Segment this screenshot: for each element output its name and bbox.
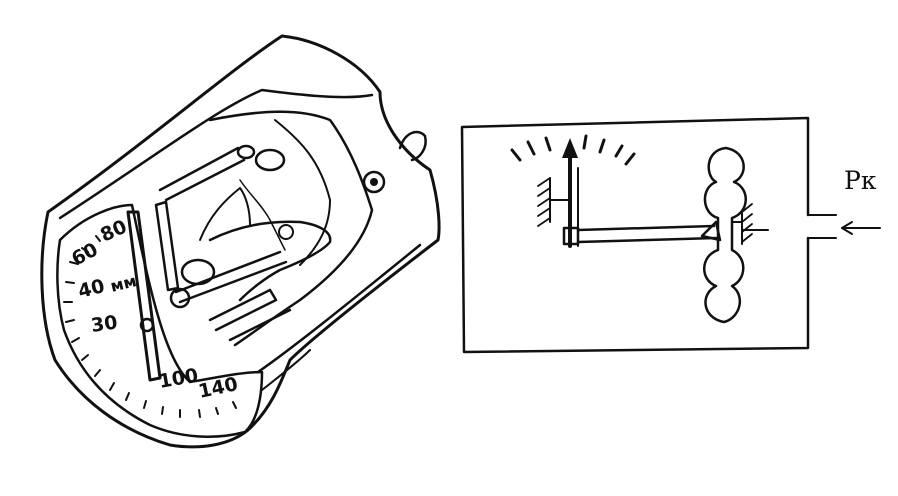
rod-end-cap-2 — [236, 144, 256, 160]
internal-linkage-wire — [239, 179, 286, 251]
dial-label-mm: мм — [108, 271, 138, 296]
gauge-housing-outline — [40, 34, 441, 449]
dial-numerals: 60 80 40 мм 30 100 140 — [68, 216, 240, 403]
schematic-frame — [460, 116, 810, 354]
linkage-rod-vertical — [154, 200, 180, 292]
housing-inner-frame-2 — [274, 119, 331, 266]
rod-end-cap — [254, 148, 286, 172]
gauge-illustration: 60 80 40 мм 30 100 140 — [40, 34, 441, 449]
housing-lower-edge — [256, 243, 422, 374]
left-wall-hatch — [537, 177, 551, 227]
dial-label-40: 40 — [76, 275, 107, 303]
shaft-joint-2 — [278, 224, 294, 240]
lever-bottom — [576, 236, 718, 244]
dial-face-outline — [56, 203, 264, 438]
bottom-bracket — [208, 288, 292, 342]
shaft-joint — [169, 287, 191, 309]
pointer-pivot-block — [562, 226, 580, 246]
schematic-pointer-tip — [562, 138, 578, 158]
housing-lower-edge-2 — [261, 349, 311, 391]
gauge-pointer — [126, 210, 162, 382]
linkage-shaft — [174, 250, 288, 304]
dial-label-100: 100 — [157, 364, 200, 393]
internal-capsule — [199, 187, 251, 241]
bellows-capsule — [703, 146, 747, 324]
housing-inner-frame — [208, 110, 374, 347]
housing-top-rim — [58, 88, 374, 220]
dial-label-60: 60 — [68, 239, 102, 271]
pressure-label: Рк — [844, 166, 877, 195]
pointer-pivot — [139, 317, 155, 333]
lever-top — [576, 224, 716, 232]
housing-tab — [398, 130, 427, 162]
gear-hub — [180, 258, 216, 286]
right-wall-hatch — [741, 203, 753, 243]
dial-label-30: 30 — [90, 311, 119, 336]
pressure-arrow-head — [841, 221, 853, 235]
scale-ticks — [510, 134, 636, 166]
linkage-rod-top — [158, 146, 246, 202]
mounting-hole-center — [370, 178, 378, 186]
dial-tick-marks — [63, 235, 237, 418]
dial-label-140: 140 — [196, 373, 239, 403]
gear-sector — [208, 220, 332, 302]
dial-label-80: 80 — [97, 216, 130, 247]
schematic-illustration — [460, 116, 881, 354]
mounting-hole — [362, 170, 386, 194]
